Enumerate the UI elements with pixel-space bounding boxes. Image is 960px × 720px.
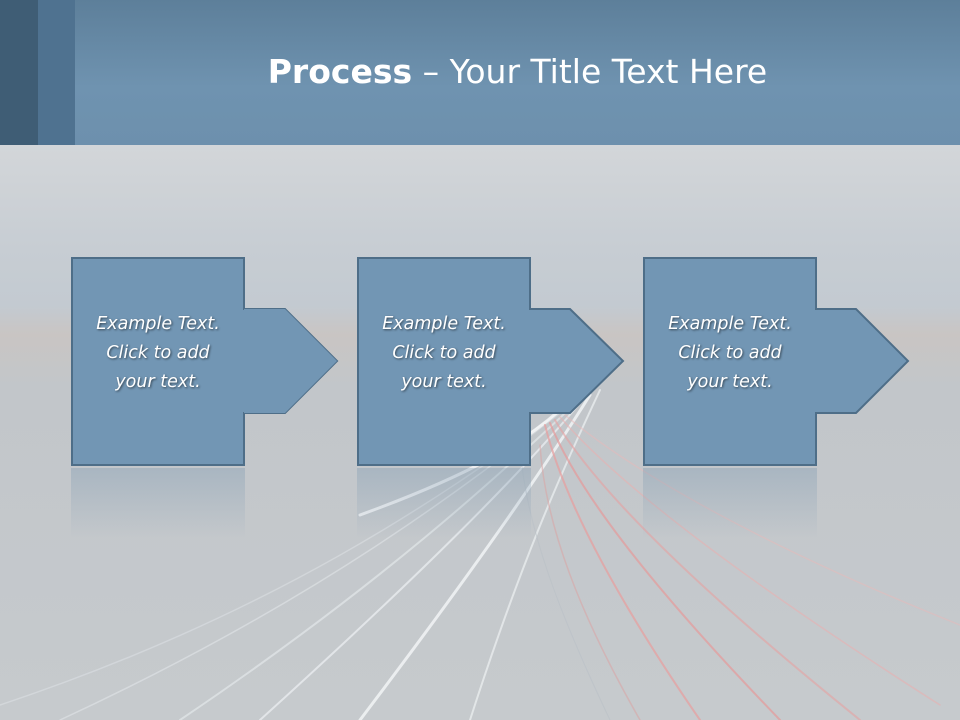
step-1-line-2: Click to add [106,343,210,363]
step-2-line-1: Example Text. [382,314,506,334]
step-3-arrow-shape [643,257,910,466]
step-3-text: Example Text. Click to add your text. [643,310,817,397]
step-2-line-3: your text. [401,372,487,392]
title-rest: – Your Title Text Here [412,52,768,91]
step-3-reflection [643,468,817,538]
title-bar: Process – Your Title Text Here [0,0,960,145]
step-2-text: Example Text. Click to add your text. [357,310,531,397]
process-step-1[interactable]: Example Text. Click to add your text. [71,257,411,469]
step-1-line-1: Example Text. [96,314,220,334]
step-1-arrow-shape [71,257,339,466]
title-accent-dark [0,0,38,145]
step-1-reflection [71,468,245,538]
step-1-text: Example Text. Click to add your text. [71,310,245,397]
step-2-line-2: Click to add [392,343,496,363]
step-1-line-3: your text. [115,372,201,392]
process-step-2[interactable]: Example Text. Click to add your text. [357,257,697,469]
process-step-3[interactable]: Example Text. Click to add your text. [643,257,960,469]
title-accent-mid [38,0,75,145]
step-2-arrow-shape [357,257,625,466]
step-2-reflection [357,468,531,538]
step-3-line-1: Example Text. [668,314,792,334]
slide-title[interactable]: Process – Your Title Text Here [75,52,960,91]
step-3-line-2: Click to add [678,343,782,363]
title-bold: Process [267,52,413,91]
step-3-line-3: your text. [687,372,773,392]
